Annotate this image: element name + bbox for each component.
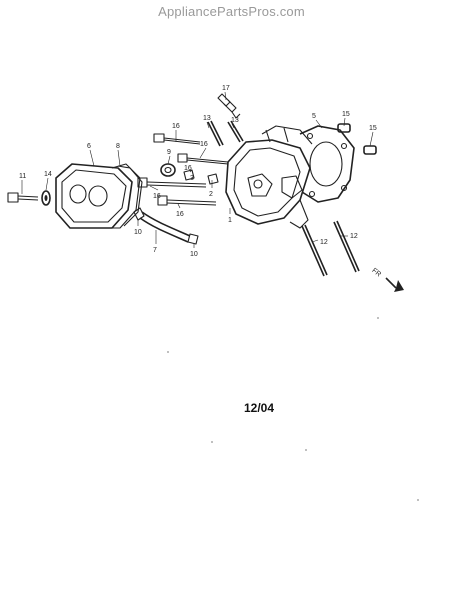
cylinder-head[interactable] xyxy=(225,125,313,229)
callout: 16 xyxy=(153,193,161,200)
callout: 2 xyxy=(209,191,213,198)
washer-9[interactable] xyxy=(160,163,176,177)
callout: 13 xyxy=(203,115,211,122)
date-code: 12/04 xyxy=(244,401,275,415)
callout: 14 xyxy=(44,171,52,178)
clamp-10-left[interactable] xyxy=(133,207,145,221)
callout: 5 xyxy=(312,113,316,120)
stud-12b[interactable] xyxy=(333,220,360,273)
callout: 11 xyxy=(19,173,26,180)
dowel-2[interactable] xyxy=(207,173,219,185)
callout-labels: 17 13 13 16 16 5 15 15 6 8 9 16 3 2 1 11… xyxy=(19,85,377,258)
callout: 13 xyxy=(231,117,239,124)
scan-specks xyxy=(167,317,419,501)
valve-cover-gasket[interactable] xyxy=(110,163,143,229)
dowel-pin-15b[interactable] xyxy=(363,145,377,155)
callout: 16 xyxy=(176,211,184,218)
stud-12a[interactable] xyxy=(301,224,328,277)
valve-cover[interactable] xyxy=(55,163,133,229)
callout: 8 xyxy=(116,143,120,150)
bolt-16-mid[interactable] xyxy=(177,153,229,165)
callout: 10 xyxy=(190,251,198,258)
callout: 16 xyxy=(200,141,208,148)
callout: 12 xyxy=(320,239,328,246)
stud-13b[interactable] xyxy=(227,120,244,143)
bolt-16-lower[interactable] xyxy=(157,195,217,206)
callout: 17 xyxy=(222,85,230,92)
callout: 1 xyxy=(228,217,232,224)
head-gasket[interactable] xyxy=(299,125,355,203)
direction-label: FR xyxy=(370,267,382,278)
callout: 15 xyxy=(369,125,377,132)
bolt-16-left[interactable] xyxy=(137,177,207,188)
breather-tube[interactable] xyxy=(139,211,191,243)
callout: 16 xyxy=(184,165,192,172)
clamp-10-right[interactable] xyxy=(187,233,199,245)
front-direction-arrow xyxy=(385,277,404,292)
callout: 15 xyxy=(342,111,350,118)
callout: 3 xyxy=(190,175,194,182)
bolt-11[interactable] xyxy=(7,192,39,203)
washer-14[interactable] xyxy=(41,190,51,206)
callout: 9 xyxy=(167,149,171,156)
spark-plug[interactable] xyxy=(217,93,241,119)
bolt-16-upper[interactable] xyxy=(153,133,201,145)
stud-13a[interactable] xyxy=(207,120,224,147)
leader-lines xyxy=(21,91,374,248)
callout: 10 xyxy=(134,229,142,236)
nut-3[interactable] xyxy=(183,169,195,181)
callout: 16 xyxy=(172,123,180,130)
callout: 7 xyxy=(153,247,157,254)
callout: 6 xyxy=(87,143,91,150)
watermark: AppliancePartsPros.com xyxy=(158,4,305,19)
callout: 12 xyxy=(350,233,358,240)
